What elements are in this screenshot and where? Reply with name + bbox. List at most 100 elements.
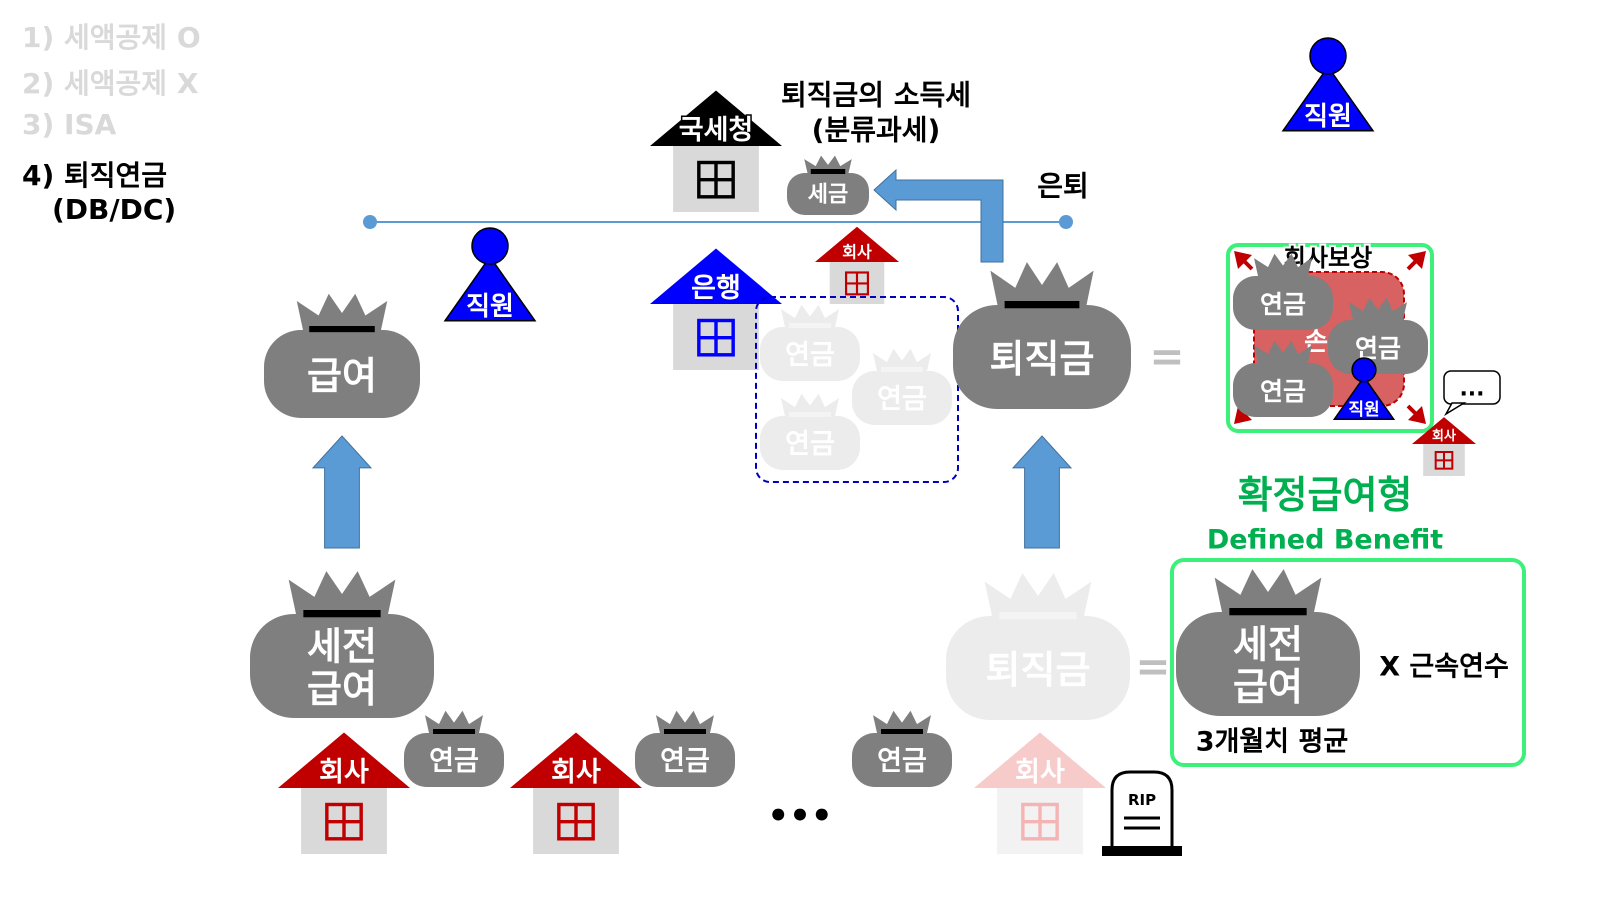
faded-pension-3: 연금: [760, 393, 860, 470]
bag-body: [404, 733, 504, 787]
bag-label: 연금: [877, 746, 927, 777]
bag-label: 퇴직금: [986, 648, 1091, 692]
bag-band: [1229, 608, 1307, 616]
menu-item-1[interactable]: 1) 세액공제 O: [22, 21, 201, 54]
house-label: 은행: [691, 273, 741, 304]
bag-band: [309, 326, 375, 333]
menu-item-3[interactable]: 3) ISA: [22, 108, 117, 141]
house-roof: [974, 732, 1106, 788]
company-house-small-right: 회사: [1412, 417, 1476, 476]
tax-title-line1: 퇴직금의 소득세: [781, 79, 971, 112]
person-body: [1332, 375, 1396, 420]
bag-body: [852, 733, 952, 787]
comp-pension-2: 연금: [1328, 297, 1428, 374]
avg3-label: 3개월치 평균: [1196, 727, 1348, 758]
tax-bag: 세금: [787, 155, 869, 215]
bag-body: [760, 416, 860, 470]
bag-band: [1004, 301, 1080, 309]
equals-top: =: [1149, 332, 1184, 381]
bag-crown: [1254, 253, 1312, 276]
ellipsis-dots: •••: [767, 796, 832, 836]
bag-body: [264, 330, 420, 418]
bag-body: [635, 733, 735, 787]
bubble-body: [1443, 370, 1501, 405]
person-head: [471, 227, 509, 265]
pension-fund-dashed-box: [755, 296, 959, 483]
house-label: 회사: [842, 243, 872, 262]
bag-label: 연금: [785, 429, 835, 460]
bag-label: 세전: [1233, 623, 1303, 667]
bag-band: [999, 612, 1077, 620]
rip-tombstone-icon: RIP: [1102, 770, 1182, 856]
faded-pension-2: 연금: [852, 348, 952, 425]
tax-title-line2: (분류과세): [812, 114, 941, 147]
bag-crown: [288, 571, 396, 614]
timeline: [363, 215, 1073, 229]
employee-left: 직원: [443, 227, 537, 322]
bag-label: 연금: [785, 340, 835, 371]
times-years-label: X 근속연수: [1379, 652, 1509, 683]
db-korean-title: 확정급여형: [1238, 473, 1413, 517]
house-label: 국세청: [679, 115, 754, 146]
retire-label: 은퇴: [1037, 170, 1089, 203]
employee-small: 직원: [1332, 357, 1396, 420]
house-roof: [650, 248, 782, 304]
bag-label: 퇴직금: [990, 337, 1095, 381]
company-house-2: 회사: [510, 732, 642, 854]
pension-bag-1: 연금: [404, 710, 504, 787]
house-roof: [650, 90, 782, 146]
person-head: [1309, 37, 1347, 75]
tombstone-shape: [1110, 770, 1174, 854]
house-label: 회사: [319, 757, 369, 788]
bag-crown: [990, 262, 1094, 305]
person-label: 직원: [466, 292, 514, 322]
timeline-start-dot: [363, 215, 377, 229]
person-body: [443, 255, 537, 322]
bag-crown: [804, 155, 852, 173]
dashed-frame: [755, 296, 959, 483]
bag-label: 연금: [877, 384, 927, 415]
bag-band: [789, 323, 831, 328]
bag-body: [1176, 612, 1360, 716]
person-body: [1281, 65, 1375, 132]
window-icon: [697, 160, 735, 199]
house-roof: [510, 732, 642, 788]
tombstone-base: [1102, 846, 1182, 856]
window-icon: [1434, 451, 1454, 470]
severance-bag: 퇴직금: [953, 262, 1131, 409]
bag-crown: [873, 348, 931, 371]
bag-band: [664, 729, 706, 734]
bag-body: [953, 305, 1131, 409]
menu-item-4-sub: (DB/DC): [52, 193, 177, 226]
window-icon: [325, 802, 363, 841]
house-label: 회사: [551, 757, 601, 788]
bag-label: 연금: [429, 746, 479, 777]
bag-crown: [296, 293, 388, 330]
menu-item-2[interactable]: 2) 세액공제 X: [22, 67, 199, 100]
house-roof: [278, 732, 410, 788]
speech-bubble-icon: ...: [1443, 370, 1501, 417]
bag-band: [881, 729, 923, 734]
salary-bag: 급여: [264, 293, 420, 418]
house-label: 회사: [1432, 428, 1456, 444]
bag-crown: [656, 710, 714, 733]
bag-band: [303, 610, 381, 618]
bag-body: [1233, 276, 1333, 330]
timeline-end-dot: [1059, 215, 1073, 229]
arrow-up-right: [1011, 435, 1073, 549]
arrow-to-tax: [873, 168, 1004, 263]
bag-crown: [1214, 569, 1322, 612]
person-head: [1351, 357, 1377, 383]
window-icon: [697, 318, 735, 357]
comp-pension-1: 연금: [1233, 253, 1333, 330]
menu-item-4-active[interactable]: 4) 퇴직연금: [22, 159, 168, 192]
bag-body: [1233, 363, 1333, 417]
window-icon: [557, 802, 595, 841]
bag-body: [760, 327, 860, 381]
pension-bag-2: 연금: [635, 710, 735, 787]
bag-label: 세금: [808, 183, 848, 208]
comp-pension-3: 연금: [1233, 340, 1333, 417]
